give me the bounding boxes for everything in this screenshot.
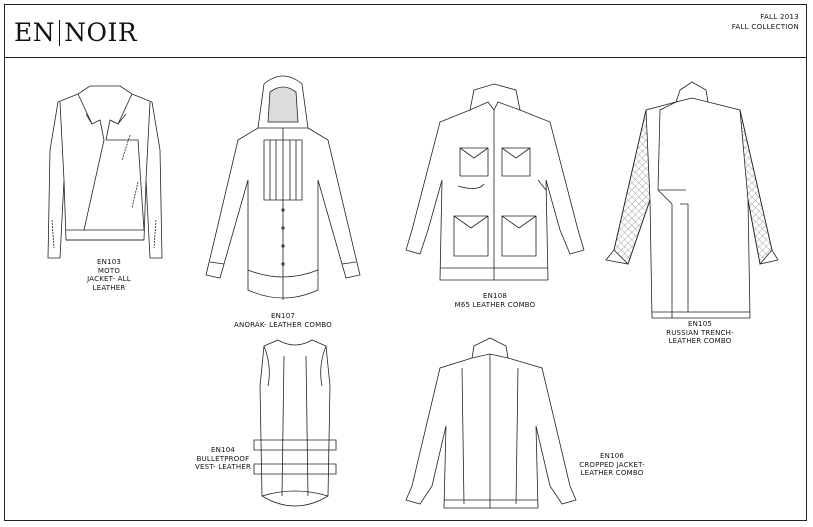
header-divider [4,57,807,58]
item-code: EN105 [687,320,713,328]
item-caption-en103: EN103 MOTO JACKET- ALL LEATHER [84,258,134,292]
item-caption-en107: EN107 ANORAK- LEATHER COMBO [228,312,338,329]
bulletproof-vest-sketch [250,336,340,516]
item-name-line: VEST- LEATHER [194,463,252,471]
anorak-sketch [198,70,368,310]
item-name-line: M65 LEATHER COMBO [454,300,536,309]
item-name-line: ANORAK- LEATHER COMBO [234,320,332,329]
item-name-line: JACKET- ALL [87,275,131,283]
cropped-jacket-sketch [402,336,580,516]
item-code: EN108 [482,292,508,300]
item-name-line: LEATHER COMBO [668,337,732,345]
m65-jacket-sketch [398,80,593,290]
item-name-line: CROPPED JACKET- [579,460,645,469]
item-name-line: BULLETPROOF [196,454,250,463]
season-line-1: FALL 2013 [760,13,799,21]
item-code: EN106 [599,452,625,460]
page-frame [4,4,807,521]
brand-left: EN [14,18,56,47]
item-name-line: MOTO [97,266,121,275]
item-caption-en105: EN105 RUSSIAN TRENCH- LEATHER COMBO [660,320,740,346]
item-code: EN103 [96,258,122,266]
russian-trench-sketch [600,80,785,325]
item-caption-en104: EN104 BULLETPROOF VEST- LEATHER [188,446,258,472]
item-code: EN104 [210,446,236,454]
item-caption-en106: EN106 CROPPED JACKET- LEATHER COMBO [572,452,652,478]
item-name-line: LEATHER [92,283,126,292]
season-line-2: FALL COLLECTION [731,23,799,31]
item-name-line: LEATHER COMBO [580,469,644,477]
item-code: EN107 [270,312,296,320]
item-name-line: RUSSIAN TRENCH- [666,328,734,337]
season-label: FALL 2013 FALL COLLECTION [732,12,799,32]
item-caption-en108: EN108 M65 LEATHER COMBO [440,292,550,309]
brand-logo: EN NOIR [14,18,137,47]
moto-jacket-sketch [40,80,170,260]
brand-right: NOIR [64,18,138,47]
brand-separator [59,19,61,46]
